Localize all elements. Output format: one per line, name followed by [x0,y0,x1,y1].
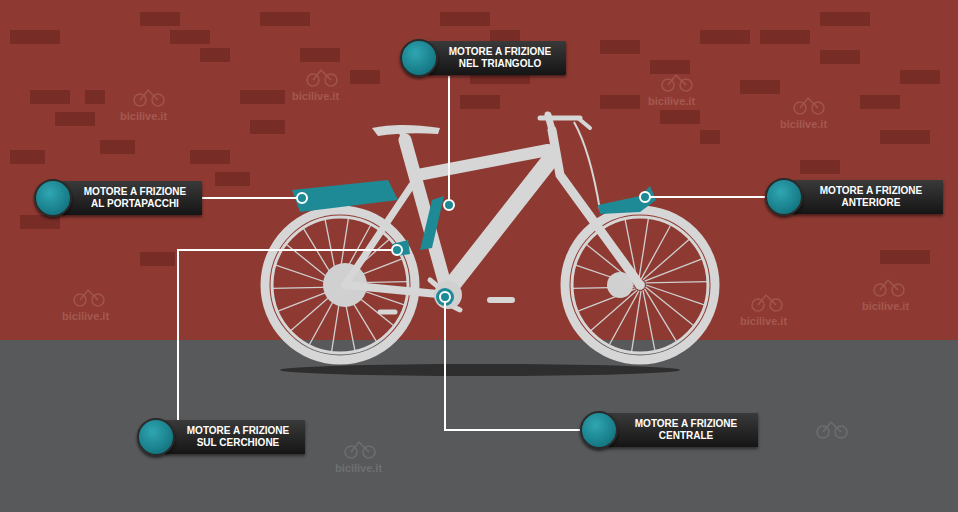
label-text: MOTORE A FRIZIONE AL PORTAPACCHI [78,186,192,210]
callout-node: MOTORE A FRIZIONE CENTRALE [580,411,758,449]
callout-dot [137,418,175,456]
callout-label: MOTORE A FRIZIONE CENTRALE [608,413,758,447]
watermark: bicilive.it [780,118,827,130]
callout-node: MOTORE A FRIZIONE AL PORTAPACCHI [34,179,202,217]
watermark: bicilive.it [648,95,695,107]
watermark: bicilive.it [862,300,909,312]
callout-node: MOTORE A FRIZIONE SUL CERCHIONE [137,418,305,456]
callout-dot [34,179,72,217]
label-text: MOTORE A FRIZIONE NEL TRIANGOLO [444,46,556,70]
watermark: bicilive.it [120,110,167,122]
callout-label: MOTORE A FRIZIONE ANTERIORE [793,180,943,214]
callout-dot [765,178,803,216]
label-text: MOTORE A FRIZIONE SUL CERCHIONE [181,425,295,449]
callout-label: MOTORE A FRIZIONE AL PORTAPACCHI [62,181,202,215]
callout-label: MOTORE A FRIZIONE SUL CERCHIONE [165,420,305,454]
callout-node: MOTORE A FRIZIONE NEL TRIANGOLO [400,39,566,77]
watermark: bicilive.it [292,90,339,102]
callout-dot [580,411,618,449]
label-text: MOTORE A FRIZIONE ANTERIORE [809,185,933,209]
watermark: bicilive.it [62,310,109,322]
callout-dot [400,39,438,77]
label-text: MOTORE A FRIZIONE CENTRALE [624,418,748,442]
callout-node: MOTORE A FRIZIONE ANTERIORE [765,178,943,216]
watermark: bicilive.it [335,462,382,474]
watermark: bicilive.it [740,315,787,327]
callout-label: MOTORE A FRIZIONE NEL TRIANGOLO [428,41,566,75]
